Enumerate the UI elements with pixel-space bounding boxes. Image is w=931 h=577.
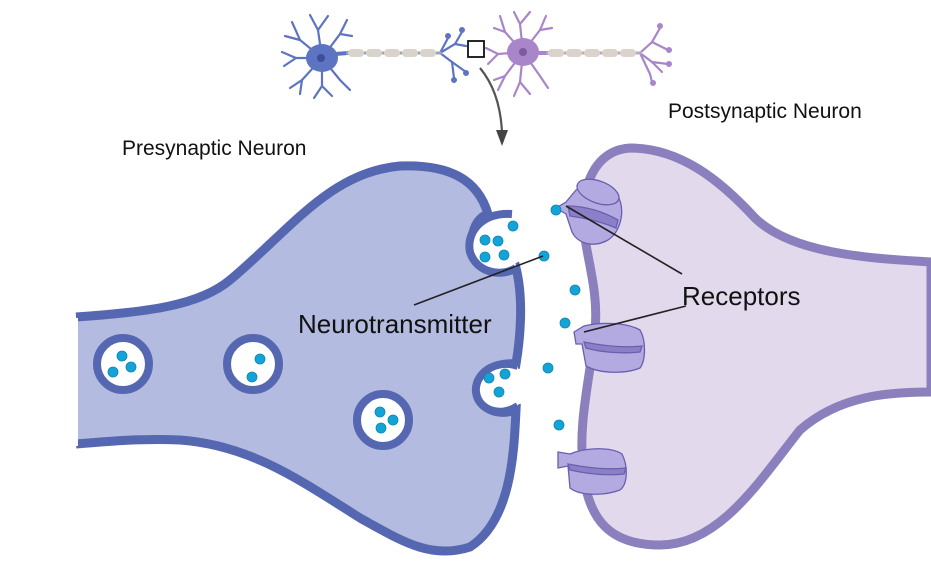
receptor [557, 448, 627, 495]
presynaptic-overview-axon [346, 49, 442, 57]
neurotransmitter-dot [107, 366, 119, 378]
neurotransmitter-dot [375, 422, 387, 434]
neurotransmitter-dot [492, 235, 504, 247]
neurotransmitter-dot [550, 204, 562, 216]
receptor-leader-line [583, 305, 687, 333]
neurotransmitter-leader-line [413, 255, 544, 306]
neurotransmitter-dot [499, 368, 511, 380]
presynaptic-label: Presynaptic Neuron [122, 137, 307, 160]
neurotransmitter-dot [479, 234, 491, 246]
neurotransmitter-dot [542, 362, 554, 374]
neurotransmitter-dot [246, 371, 258, 383]
crop-edge [60, 318, 78, 446]
neurotransmitter-dot [493, 386, 505, 398]
zoom-region-box [467, 40, 485, 58]
neurotransmitter-dot [507, 220, 519, 232]
neurotransmitter-dot [569, 284, 581, 296]
receptor [573, 322, 646, 373]
zoom-arrow [479, 67, 504, 133]
neurotransmitter-dot [374, 406, 386, 418]
receptor-leader-line [565, 205, 683, 275]
neurotransmitters [107, 204, 581, 434]
postsynaptic-overview-axon [546, 49, 642, 57]
overview-neurons [280, 10, 672, 146]
neurotransmitter-dot [116, 350, 128, 362]
neurotransmitter-dot [559, 317, 571, 329]
neurotransmitter-dot [479, 251, 491, 263]
arrow-head-icon [496, 130, 508, 146]
neurotransmitter-dot [498, 249, 510, 261]
neurotransmitter-dot [483, 372, 495, 384]
postsynaptic-overview-neuron [484, 10, 672, 98]
neurotransmitter-dot [538, 250, 550, 262]
neurotransmitter-dot [254, 353, 266, 365]
vesicle [353, 390, 413, 450]
vesicle [223, 334, 283, 394]
postsynaptic-label: Postsynaptic Neuron [668, 100, 862, 123]
presynaptic-overview-neuron [280, 13, 469, 100]
receptors-label: Receptors [682, 281, 801, 311]
neurotransmitter-label: Neurotransmitter [298, 309, 492, 339]
neurotransmitter-dot [553, 419, 565, 431]
vesicle [93, 334, 153, 394]
neurotransmitter-dot [387, 414, 399, 426]
neurotransmitter-dot [125, 361, 137, 373]
